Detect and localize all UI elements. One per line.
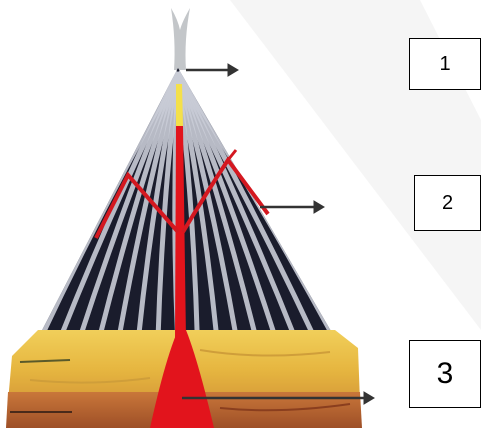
label-2-text: 2 (442, 192, 453, 215)
arrow-1-head (228, 64, 238, 76)
smoke-plume (171, 8, 190, 70)
label-box-3: 3 (409, 340, 481, 408)
volcano-cone (38, 68, 335, 340)
label-3-text: 3 (437, 357, 454, 391)
arrow-3-head (364, 392, 374, 404)
arrow-2-head (314, 201, 324, 213)
label-box-2: 2 (414, 175, 481, 231)
label-box-1: 1 (409, 38, 481, 90)
label-1-text: 1 (439, 53, 450, 76)
vent-top (176, 84, 183, 126)
